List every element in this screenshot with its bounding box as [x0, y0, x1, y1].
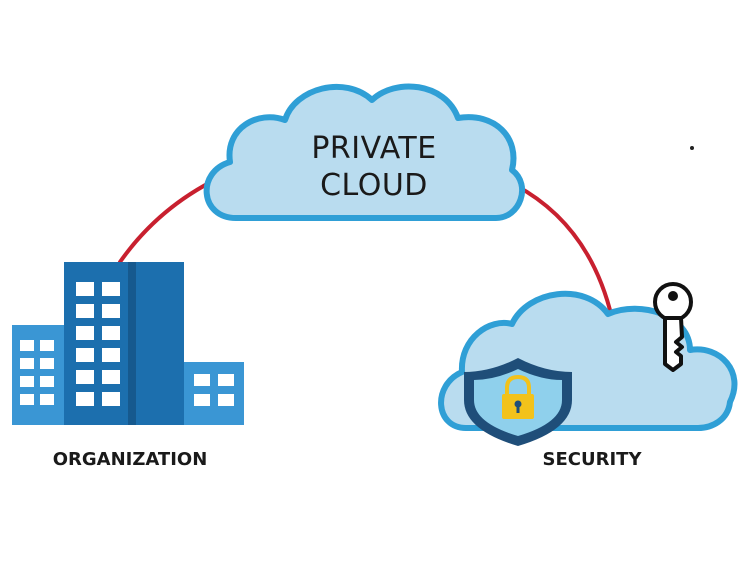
private-cloud-label-line1: PRIVATE — [311, 131, 436, 166]
building-icon — [12, 262, 244, 425]
building-tall-side — [128, 262, 136, 425]
lock-shackle — [505, 374, 531, 396]
security-label: SECURITY — [543, 449, 643, 470]
key-icon — [653, 282, 693, 372]
building-mid — [136, 262, 184, 425]
shield-lock-icon — [464, 358, 572, 446]
key-blade — [663, 316, 684, 372]
cloud-icon — [203, 83, 525, 221]
arc-cloud-to-security — [513, 183, 614, 320]
building-right — [184, 362, 244, 425]
decorative-dot — [690, 146, 694, 150]
private-cloud-node: PRIVATE CLOUD — [203, 83, 525, 221]
building-tall — [64, 262, 136, 425]
organization-label: ORGANIZATION — [53, 449, 208, 470]
security-node — [438, 282, 738, 446]
building-windows — [20, 282, 234, 406]
key-bow — [653, 282, 693, 322]
lock-keyhole — [514, 400, 522, 408]
private-cloud-label-line2: CLOUD — [320, 168, 428, 203]
